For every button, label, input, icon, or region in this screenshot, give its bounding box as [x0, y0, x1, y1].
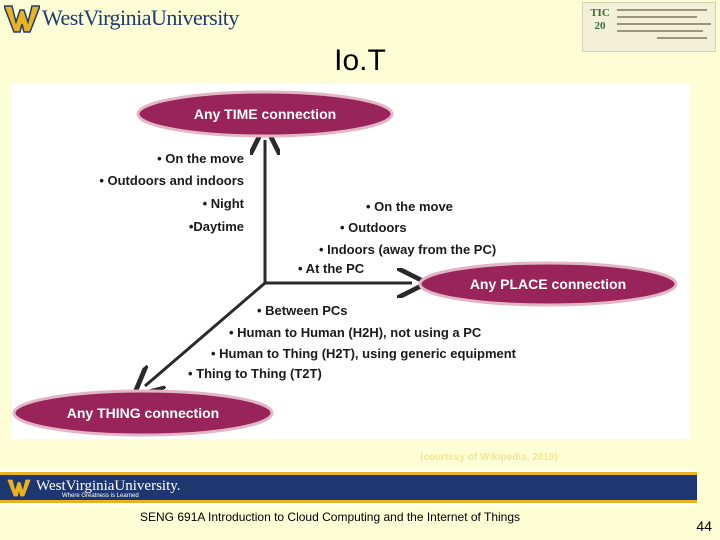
page-number: 44	[696, 518, 712, 534]
thing-connection-label: Any THING connection	[67, 405, 219, 421]
footer-navy-bar	[0, 475, 697, 500]
footer-gold-stripe-top	[0, 472, 697, 475]
footer-band: WestVirginiaUniversity. Where Greatness …	[0, 470, 697, 506]
flying-wv-icon	[4, 5, 40, 33]
course-footer: SENG 691A Introduction to Cloud Computin…	[140, 510, 521, 524]
time-item: • Outdoors and indoors	[99, 173, 244, 188]
time-item: •Daytime	[189, 219, 244, 234]
flying-wv-icon	[7, 479, 31, 497]
iot-diagram: Any TIME connection Any PLACE connection…	[12, 84, 690, 439]
thing-item: • Thing to Thing (T2T)	[188, 366, 322, 381]
footer-wvu-logo: WestVirginiaUniversity. Where Greatness …	[4, 476, 204, 500]
time-connection-label: Any TIME connection	[194, 106, 336, 122]
place-item: • On the move	[366, 199, 453, 214]
thing-item: • Between PCs	[257, 303, 348, 318]
thing-axis-arrow	[145, 281, 266, 386]
courtesy-caption: (courtesy of Wikipedia, 2010)	[420, 452, 558, 463]
thing-item: • Human to Thing (H2T), using generic eq…	[211, 346, 517, 361]
footer-gold-stripe-bottom	[0, 500, 697, 503]
place-item: • Outdoors	[340, 220, 407, 235]
thing-connection-node: Any THING connection	[12, 389, 274, 437]
diagram-canvas: Any TIME connection Any PLACE connection…	[12, 90, 678, 437]
place-item: • At the PC	[298, 261, 365, 276]
place-connection-node: Any PLACE connection	[418, 261, 678, 307]
footer-university-name: WestVirginiaUniversity.	[36, 478, 181, 494]
slide-title: Io.T	[334, 44, 386, 77]
conference-text-block	[617, 9, 713, 44]
wvu-logo: WestVirginiaUniversity	[4, 2, 239, 38]
time-connection-node: Any TIME connection	[136, 90, 394, 138]
university-name: WestVirginiaUniversity	[42, 5, 239, 30]
footer-tagline: Where Greatness is Learned	[62, 493, 139, 499]
time-item: • Night	[203, 196, 245, 211]
time-item: • On the move	[157, 151, 244, 166]
place-item: • Indoors (away from the PC)	[319, 242, 496, 257]
thing-item: • Human to Human (H2H), not using a PC	[229, 325, 482, 340]
place-connection-label: Any PLACE connection	[470, 276, 626, 292]
